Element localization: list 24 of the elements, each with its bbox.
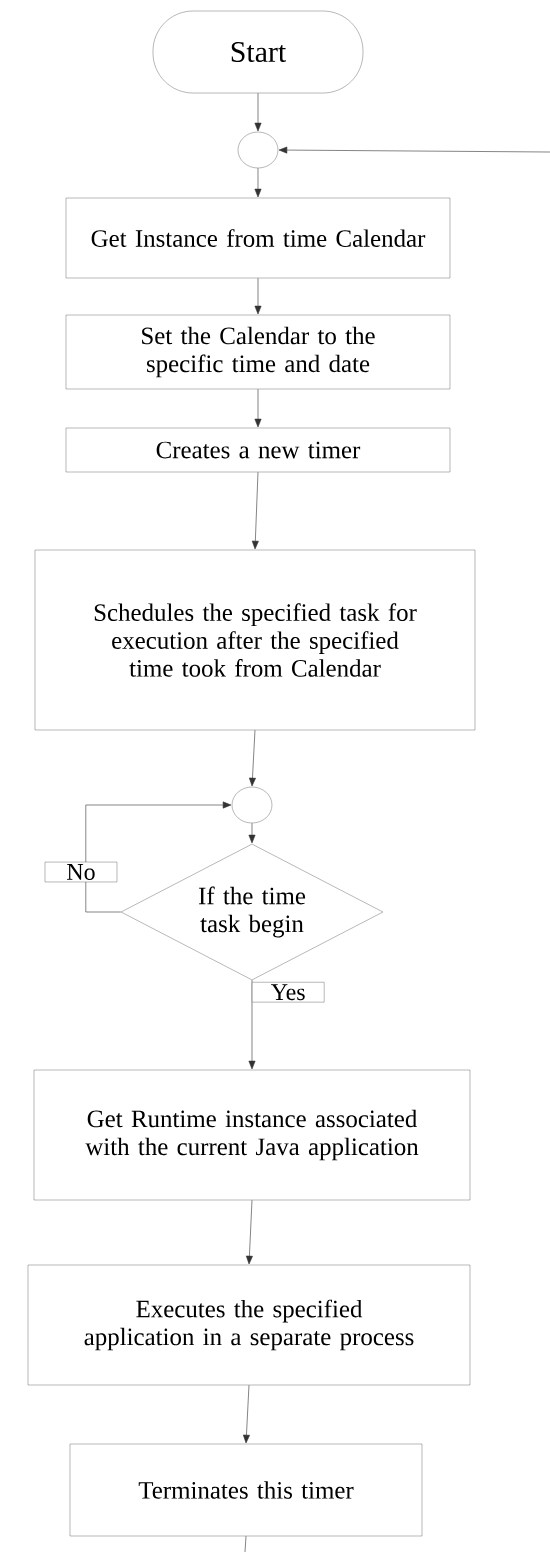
process-box: Terminates this timer xyxy=(69,1443,423,1537)
arrow xyxy=(245,1199,253,1265)
arrow xyxy=(243,1384,250,1444)
arrow xyxy=(248,822,256,844)
edge-label: No xyxy=(44,861,118,883)
arrow xyxy=(254,167,262,198)
process-box: Get Instance from time Calendar xyxy=(65,197,451,279)
edge-label: Yes xyxy=(252,982,325,1003)
arrow xyxy=(254,92,262,132)
arrow xyxy=(249,729,256,787)
process-box: Executes the specified application in a separate process xyxy=(27,1264,471,1386)
process-box: Schedules the specified task for execution after the specified time took from Calendar xyxy=(34,549,476,731)
arrow xyxy=(251,471,259,550)
process-box: Creates a new timer xyxy=(65,427,451,473)
arrow xyxy=(278,146,550,154)
start-terminal: Start xyxy=(152,10,364,94)
process-box: Get Runtime instance associated with the current Java application xyxy=(33,1069,471,1201)
connector-circle xyxy=(231,786,273,824)
arrow xyxy=(85,801,232,913)
arrow xyxy=(254,388,262,428)
arrow xyxy=(254,277,262,315)
process-box: Set the Calendar to the specific time and date xyxy=(65,314,451,390)
arrow xyxy=(248,979,256,1070)
connector-circle xyxy=(237,131,279,169)
